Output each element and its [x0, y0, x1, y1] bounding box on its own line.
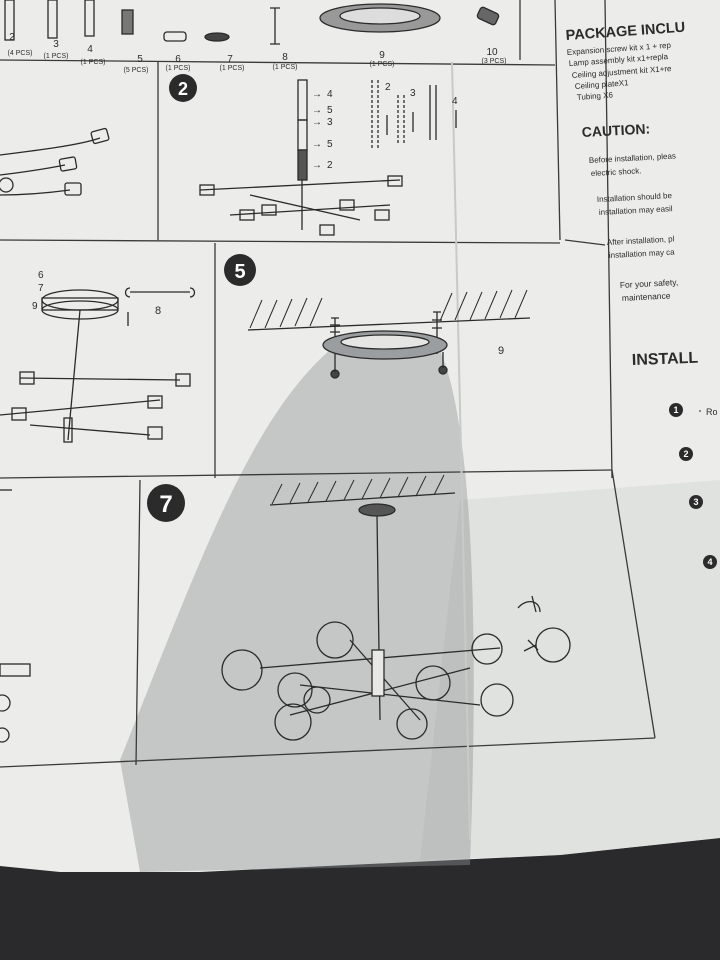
- caution-line: maintenance: [622, 290, 671, 303]
- rod-label: 4: [452, 96, 458, 107]
- install-title: INSTALL: [632, 350, 699, 369]
- parts-row: [4, 0, 500, 45]
- step-left-illustration: [0, 287, 196, 443]
- step5-ceiling-mount: [247, 289, 531, 379]
- phone-shadow: [120, 335, 474, 872]
- step2-badge: 2: [169, 74, 197, 102]
- panel-grid: [0, 0, 656, 768]
- part-quantity: (3 PCS): [482, 58, 507, 65]
- arrow-label: 3: [327, 117, 333, 128]
- rod-label: 3: [410, 88, 416, 99]
- part-number: 6: [175, 54, 181, 65]
- arrow-label: →: [312, 105, 322, 116]
- install-step-number: 2: [683, 449, 688, 459]
- part-quantity: (1 PCS): [166, 65, 191, 72]
- part-quantity: (4 PCS): [8, 50, 33, 57]
- step6-partial-illustration: [0, 489, 31, 743]
- install-step-text: Ro: [706, 407, 718, 417]
- part-number: 10: [486, 47, 498, 58]
- paper-crease: [451, 61, 471, 841]
- lower-right-shade: [420, 480, 720, 860]
- part-number: 8: [282, 52, 288, 63]
- arrow-label: 5: [327, 105, 333, 116]
- svg-text:5: 5: [234, 261, 245, 283]
- part-quantity: (1 PCS): [44, 53, 69, 60]
- caution-line: installation may ca: [609, 248, 676, 260]
- part-label: 9: [32, 301, 38, 312]
- arrow-label: →: [312, 89, 322, 100]
- arrow-label: →: [312, 160, 322, 171]
- package-item: Ceiling plateX1: [575, 78, 630, 91]
- part-label: 7: [38, 283, 44, 294]
- caution-line: After installation, pl: [607, 234, 675, 247]
- part-number: 3: [53, 39, 59, 50]
- part-number: 2: [9, 32, 15, 43]
- caution-title: CAUTION:: [581, 120, 650, 140]
- part-quantity: (1 PCS): [220, 65, 245, 72]
- parts-numbers: 2 3 4 5 6 7 8 9 10: [9, 32, 498, 65]
- step7-finished-chandelier: [221, 474, 571, 741]
- part-number: 9: [379, 50, 385, 61]
- part-quantity: (1 PCS): [370, 61, 395, 68]
- part-label: 9: [498, 345, 504, 357]
- part-quantity: (1 PCS): [273, 64, 298, 71]
- svg-text:7: 7: [159, 491, 172, 518]
- part-quantity: (1 PCS): [81, 59, 106, 66]
- part-label: 8: [155, 305, 161, 317]
- install-step-number: 1: [673, 405, 678, 415]
- arrow-label: 2: [327, 160, 333, 171]
- arrow-label: →: [312, 117, 322, 128]
- step2-arrow-labels: → 4 → 5 → 3 → 5 → 2 2 3 4: [312, 82, 458, 171]
- arrow-label: →: [312, 139, 322, 150]
- rod-label: 2: [385, 82, 391, 93]
- step5-badge: 5: [224, 254, 256, 286]
- step2-rod-assembly: [199, 79, 457, 236]
- install-step-number: 3: [693, 497, 698, 507]
- caution-line: installation may easil: [599, 204, 673, 217]
- caution-line: For your safety,: [620, 277, 679, 290]
- step7-badge: 7: [147, 484, 185, 522]
- caution-line: electric shock.: [591, 166, 642, 178]
- arrow-label: 4: [327, 89, 333, 100]
- arrow-label: 5: [327, 139, 333, 150]
- part-quantity: (5 PCS): [124, 67, 149, 74]
- step-left-labels: 6 7 9 8: [32, 270, 161, 317]
- part-label: 6: [38, 270, 44, 281]
- part-number: 5: [137, 54, 143, 65]
- step1-fixture-illustration: [0, 127, 110, 196]
- part-number: 7: [227, 54, 233, 65]
- install-step-number: 4: [707, 557, 712, 567]
- part-number: 4: [87, 44, 93, 55]
- svg-text:2: 2: [178, 79, 188, 99]
- parts-quantities: (4 PCS) (1 PCS) (1 PCS) (5 PCS) (1 PCS) …: [8, 50, 507, 74]
- caution-line: Installation should be: [597, 191, 673, 204]
- package-item: Tubing X6: [577, 90, 614, 102]
